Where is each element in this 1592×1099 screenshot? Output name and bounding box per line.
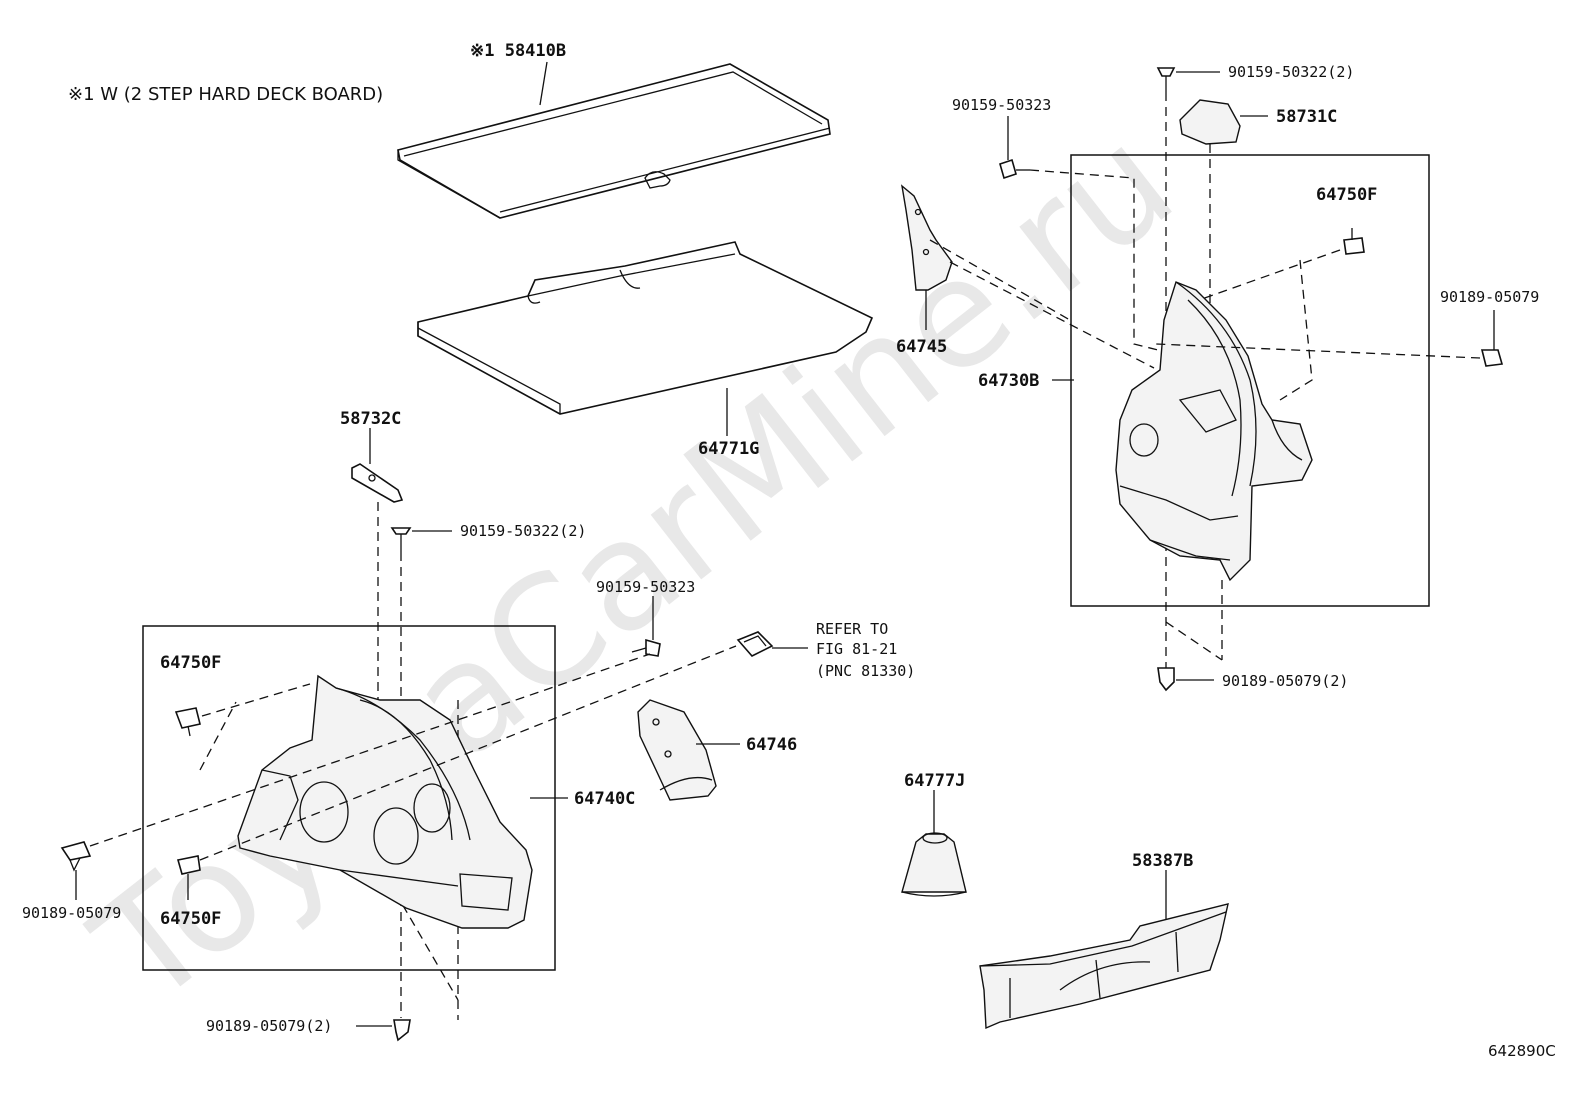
label-64740c: 64740C bbox=[574, 789, 635, 809]
label-90159-50322-2-right: 90159-50322(2) bbox=[1228, 63, 1354, 81]
clip-icon bbox=[1343, 228, 1365, 255]
label-58410b: ※1 58410B bbox=[470, 41, 566, 61]
panel-64745 bbox=[900, 184, 953, 291]
label-90189-05079-2-bottom: 90189-05079(2) bbox=[206, 1017, 332, 1035]
label-64750f-right: 64750F bbox=[1316, 185, 1377, 205]
refer-line1: REFER TO bbox=[816, 620, 888, 638]
sill-plate-58387b bbox=[979, 903, 1229, 1030]
note-text: ※1 W (2 STEP HARD DECK BOARD) bbox=[68, 84, 383, 105]
figure-id: 642890C bbox=[1488, 1042, 1556, 1060]
cover-64746 bbox=[637, 699, 717, 801]
label-64777j: 64777J bbox=[904, 771, 965, 791]
screw-icon bbox=[390, 527, 412, 552]
luggage-tray-64771g bbox=[417, 241, 874, 415]
label-58732c: 58732C bbox=[340, 409, 401, 429]
clip-icon bbox=[1480, 310, 1504, 367]
label-58731c: 58731C bbox=[1276, 107, 1337, 127]
clip-icon bbox=[1157, 667, 1175, 692]
clip-icon bbox=[174, 707, 201, 737]
label-90159-50323-mid: 90159-50323 bbox=[596, 578, 695, 596]
watermark: ToyotaCarMine.ru bbox=[64, 94, 1205, 1038]
clip-icon bbox=[176, 855, 201, 900]
screw-icon bbox=[1156, 67, 1176, 92]
label-90189-05079-right: 90189-05079 bbox=[1440, 288, 1539, 306]
screw-icon bbox=[631, 638, 661, 657]
label-64771g: 64771G bbox=[698, 439, 759, 459]
quarter-trim-64730b bbox=[1115, 281, 1313, 582]
label-90189-05079-left: 90189-05079 bbox=[22, 904, 121, 922]
label-90189-05079-2-right: 90189-05079(2) bbox=[1222, 672, 1348, 690]
label-58387b: 58387B bbox=[1132, 851, 1193, 871]
refer-line2: FIG 81-21 bbox=[816, 640, 897, 658]
label-64745: 64745 bbox=[896, 337, 947, 357]
quarter-trim-64740c bbox=[237, 674, 533, 929]
label-64746: 64746 bbox=[746, 735, 797, 755]
clip-58732c bbox=[351, 463, 404, 503]
deck-board-58410b bbox=[397, 63, 831, 219]
label-90159-50322-2-left: 90159-50322(2) bbox=[460, 522, 586, 540]
label-64750f-top-left: 64750F bbox=[160, 653, 221, 673]
spacer-block-64777j bbox=[901, 832, 967, 897]
clip-icon bbox=[60, 841, 92, 872]
cover-58731c bbox=[1179, 99, 1241, 145]
label-64750f-bottom-left: 64750F bbox=[160, 909, 221, 929]
label-64730b: 64730B bbox=[978, 371, 1039, 391]
screw-icon bbox=[999, 158, 1030, 180]
refer-line3: (PNC 81330) bbox=[816, 662, 915, 680]
clip-reference bbox=[736, 631, 774, 657]
label-90159-50323-right: 90159-50323 bbox=[952, 96, 1051, 114]
clip-icon bbox=[393, 1019, 411, 1042]
